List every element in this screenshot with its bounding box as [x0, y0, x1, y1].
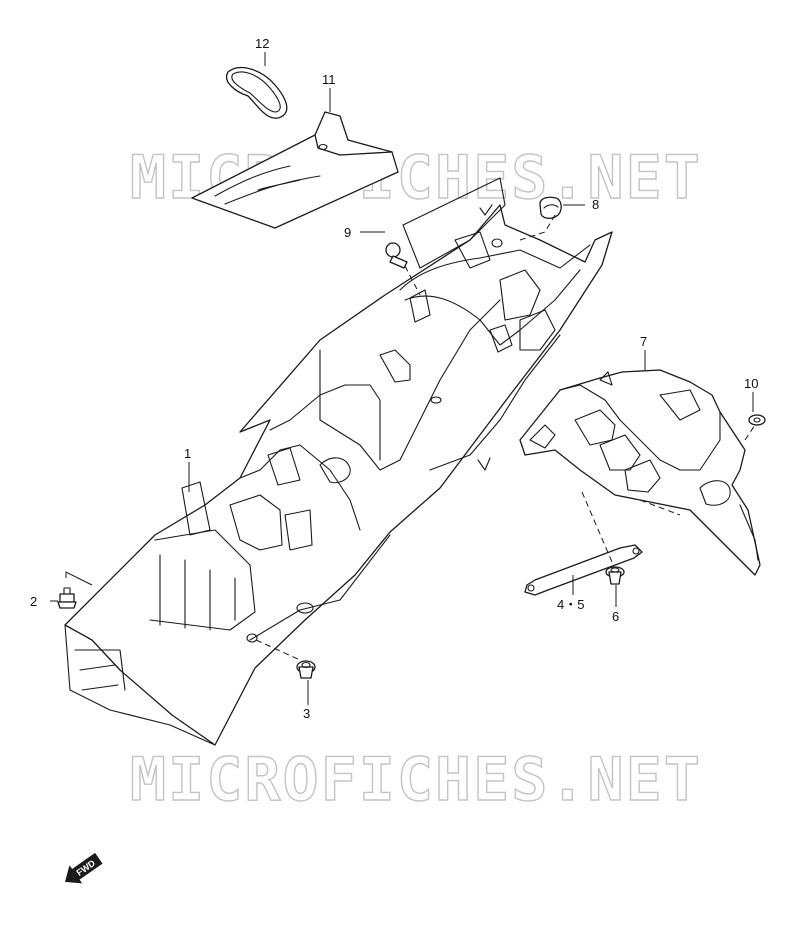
part-8-nut	[539, 196, 562, 219]
callout-10: 10	[744, 376, 758, 391]
callout-7: 7	[640, 334, 647, 349]
part-12-band	[225, 67, 288, 119]
leader-lines	[50, 52, 754, 705]
forward-arrow-icon: FWD	[64, 852, 103, 884]
callout-6: 6	[612, 609, 619, 624]
part-7-fender-extension	[519, 369, 761, 576]
watermark-bottom: MICROFICHES.NET	[130, 745, 702, 815]
callout-4-5: 4・5	[557, 597, 584, 612]
callout-3: 3	[303, 706, 310, 721]
part-1-rear-fender	[64, 177, 613, 746]
callout-9: 9	[344, 225, 351, 240]
part-6-screw	[605, 566, 625, 585]
callout-11: 11	[322, 72, 336, 87]
part-4-5-bracket	[524, 544, 643, 596]
callout-12: 12	[255, 36, 269, 51]
part-11-tool-bag	[191, 111, 399, 229]
part-3-screw	[296, 660, 316, 679]
callout-1: 1	[184, 446, 191, 461]
callout-8: 8	[592, 197, 599, 212]
assembly-lines	[255, 214, 756, 661]
callout-2: 2	[30, 594, 37, 609]
part-9-bolt	[385, 242, 408, 269]
part-2-bolt	[57, 587, 77, 609]
part-10-washer	[748, 414, 766, 426]
